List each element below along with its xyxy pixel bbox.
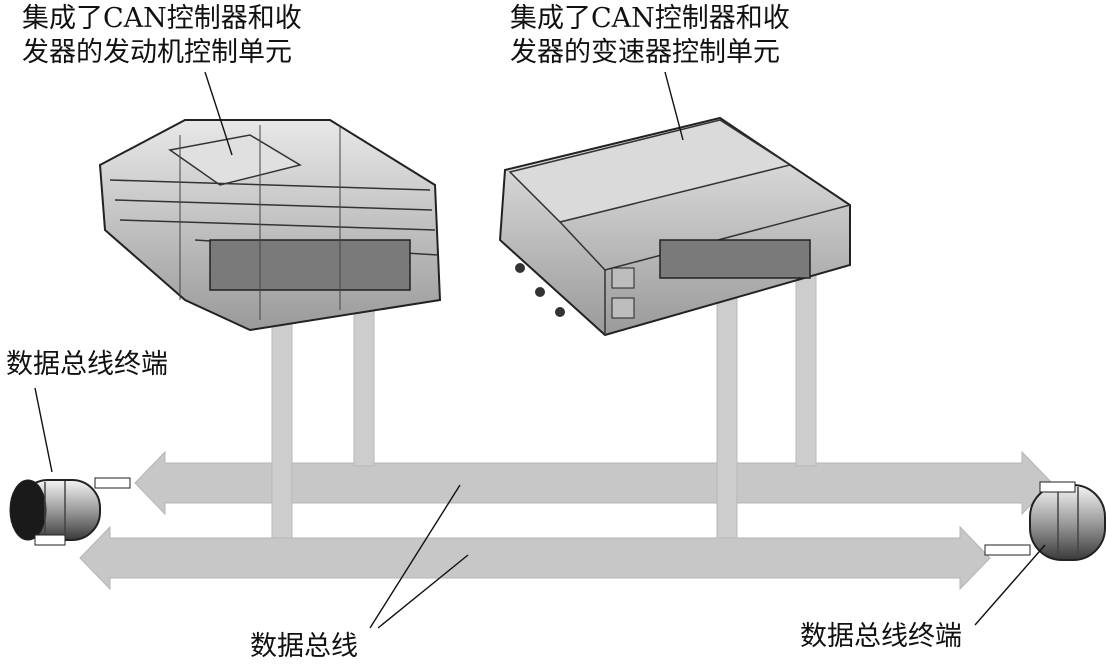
engine-ecu-label: 集成了CAN控制器和收 发器的发动机控制单元: [22, 2, 302, 70]
bus-line-lower: [79, 525, 991, 591]
transmission-ecu-label-line2: 发器的变速器控制单元: [510, 37, 780, 68]
leader-tcu: [664, 71, 684, 141]
terminator-left: [9, 477, 131, 546]
engine-control-unit: [98, 119, 442, 332]
engine-ecu-label-line1: 集成了CAN控制器和收: [22, 3, 302, 34]
leader-term-right: [974, 544, 1046, 626]
leader-bus-1: [369, 484, 461, 629]
terminator-right-label: 数据总线终端: [800, 621, 962, 652]
data-bus: [79, 450, 1053, 591]
terminator-right: [984, 481, 1106, 561]
leader-ecu: [204, 71, 233, 156]
transmission-ecu-label: 集成了CAN控制器和收 发器的变速器控制单元: [510, 2, 790, 70]
transmission-ecu-label-line1: 集成了CAN控制器和收: [510, 3, 790, 34]
transmission-control-unit: [498, 116, 851, 337]
data-bus-label: 数据总线: [250, 631, 358, 662]
stub-tcu-2: [786, 252, 826, 467]
bus-line-upper: [134, 450, 1053, 516]
engine-ecu-label-line2: 发器的发动机控制单元: [22, 37, 292, 68]
terminator-left-label: 数据总线终端: [6, 349, 168, 380]
leader-term-left: [34, 387, 53, 473]
leader-lines: [34, 71, 1046, 629]
leader-bus-2: [377, 554, 469, 629]
